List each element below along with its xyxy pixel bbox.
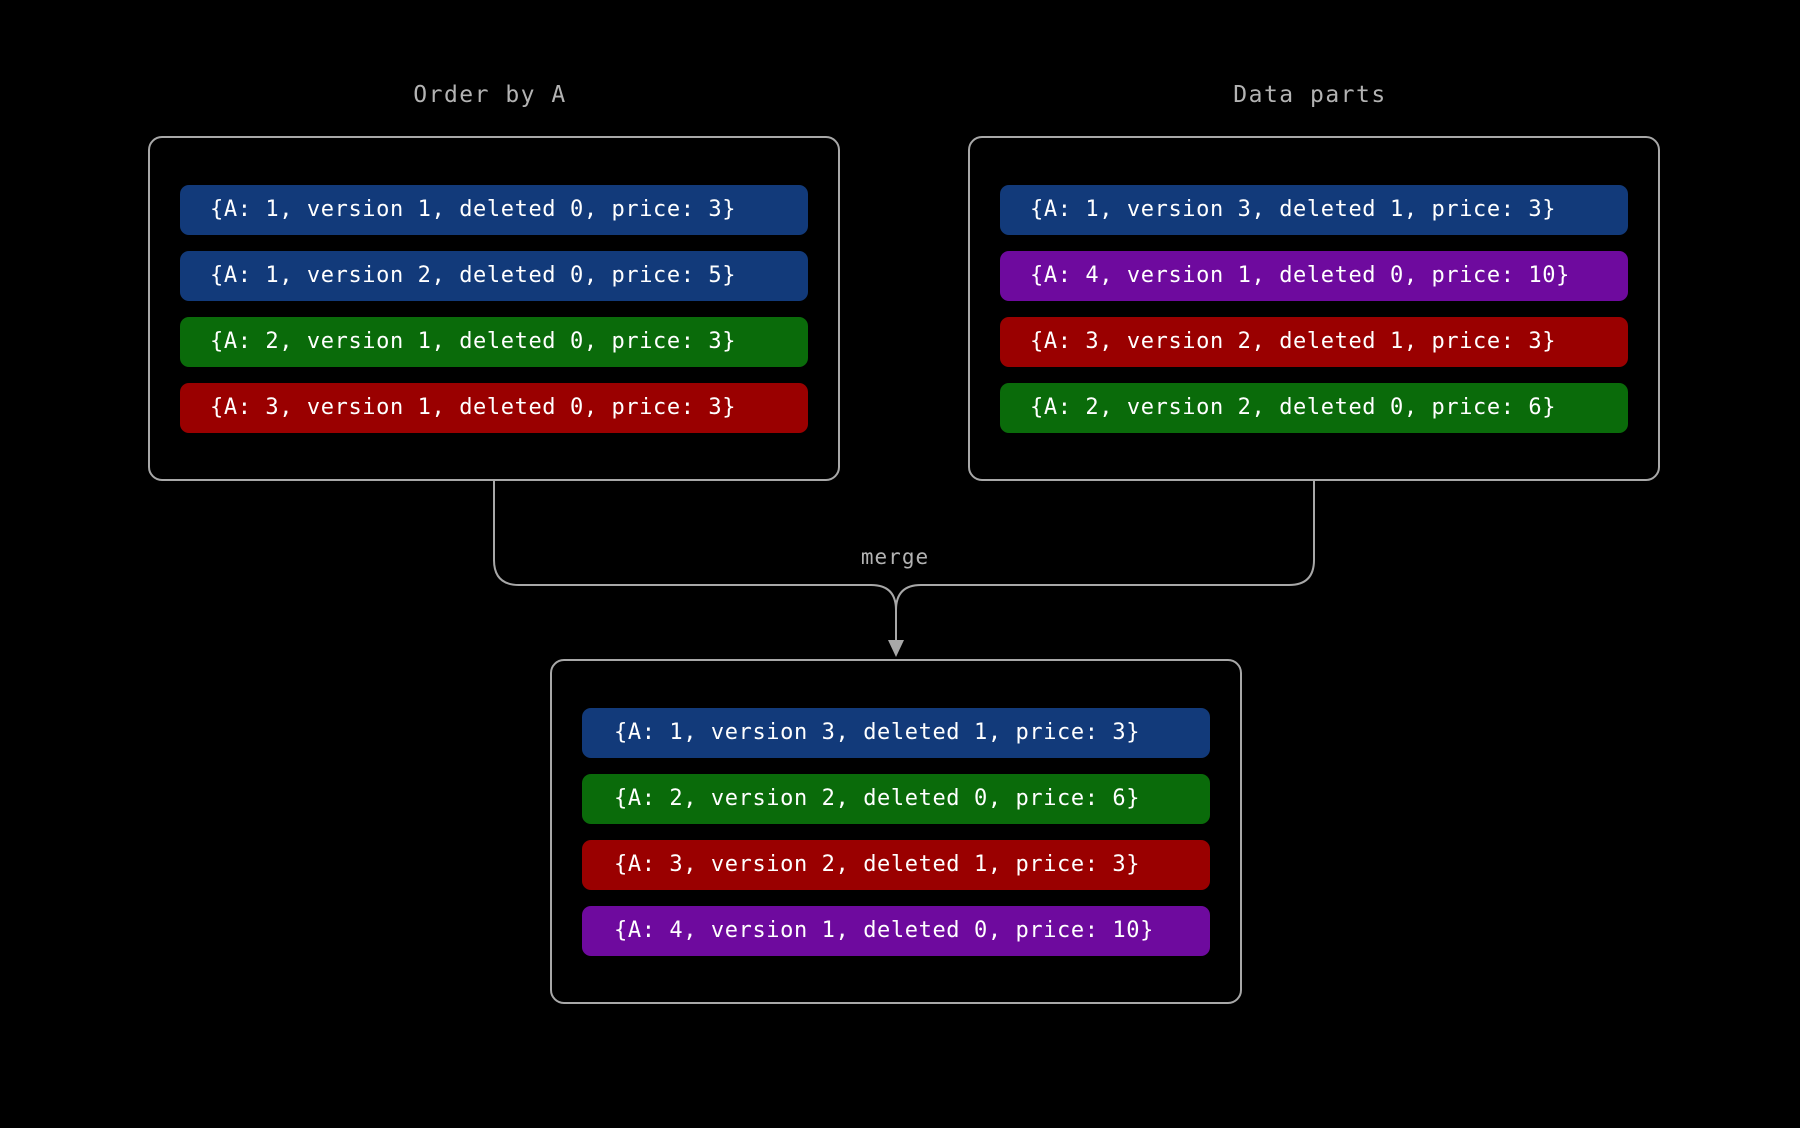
list-item[interactable]: {A: 2, version 2, deleted 0, price: 6}: [1000, 382, 1628, 433]
row-list-merged-result: {A: 1, version 3, deleted 1, price: 3} {…: [552, 661, 1240, 1002]
merge-label: merge: [860, 545, 930, 569]
list-item[interactable]: {A: 3, version 2, deleted 1, price: 3}: [1000, 316, 1628, 367]
group-box-merged-result: {A: 1, version 3, deleted 1, price: 3} {…: [550, 659, 1242, 1004]
list-item[interactable]: {A: 1, version 3, deleted 1, price: 3}: [1000, 184, 1628, 235]
row-list-data-parts: {A: 1, version 3, deleted 1, price: 3} {…: [970, 138, 1658, 479]
list-item[interactable]: {A: 1, version 2, deleted 0, price: 5}: [180, 250, 808, 301]
group-title-data-parts: Data parts: [1233, 82, 1387, 108]
group-box-order-by-a: {A: 1, version 1, deleted 0, price: 3} {…: [148, 136, 840, 481]
list-item[interactable]: {A: 4, version 1, deleted 0, price: 10}: [582, 905, 1210, 956]
list-item[interactable]: {A: 2, version 1, deleted 0, price: 3}: [180, 316, 808, 367]
list-item[interactable]: {A: 3, version 1, deleted 0, price: 3}: [180, 382, 808, 433]
group-box-data-parts: {A: 1, version 3, deleted 1, price: 3} {…: [968, 136, 1660, 481]
list-item[interactable]: {A: 1, version 1, deleted 0, price: 3}: [180, 184, 808, 235]
group-title-order-by-a: Order by A: [413, 82, 567, 108]
list-item[interactable]: {A: 2, version 2, deleted 0, price: 6}: [582, 773, 1210, 824]
list-item[interactable]: {A: 1, version 3, deleted 1, price: 3}: [582, 707, 1210, 758]
list-item[interactable]: {A: 3, version 2, deleted 1, price: 3}: [582, 839, 1210, 890]
list-item[interactable]: {A: 4, version 1, deleted 0, price: 10}: [1000, 250, 1628, 301]
row-list-order-by-a: {A: 1, version 1, deleted 0, price: 3} {…: [150, 138, 838, 479]
